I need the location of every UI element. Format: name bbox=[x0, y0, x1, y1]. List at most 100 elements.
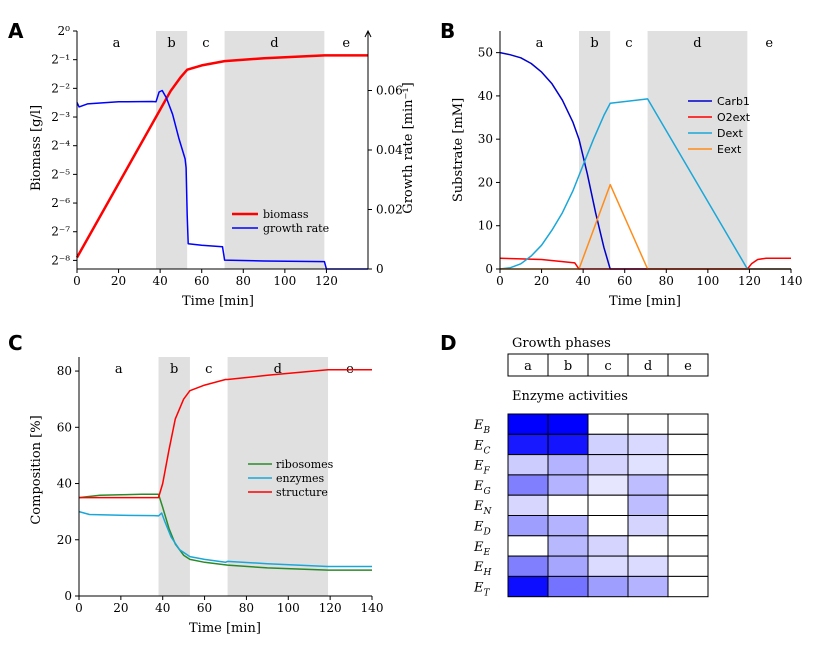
x-tick-label-40: 40 bbox=[576, 274, 591, 288]
y-tick-label-4: 2⁻⁴ bbox=[51, 139, 70, 153]
phase-label-d: d bbox=[274, 362, 282, 377]
heatmap-cell-e-e-e bbox=[667, 535, 709, 557]
heatmap-cell-e-c-a bbox=[507, 433, 549, 456]
heatmap-cell-e-h-d bbox=[627, 555, 669, 577]
x-tick-label-120: 120 bbox=[738, 274, 761, 288]
y-tick-label-7: 2⁻⁷ bbox=[51, 225, 70, 239]
y-axis-label: Biomass [g/l] bbox=[29, 105, 44, 191]
heatmap-cell-e-n-d bbox=[627, 494, 669, 517]
heatmap-cell-e-n-e bbox=[667, 494, 709, 517]
heatmap-cell-e-b-c bbox=[587, 413, 629, 435]
legend-label-biomass: biomass bbox=[263, 208, 309, 221]
heatmap-cell-e-c-e bbox=[667, 433, 709, 456]
x-tick-label-80: 80 bbox=[236, 274, 251, 288]
y-tick-label-0: 0 bbox=[485, 262, 493, 276]
phase-shade-b bbox=[158, 357, 190, 596]
heatmap-cell-e-f-e bbox=[667, 454, 709, 476]
x-tick-label-100: 100 bbox=[277, 601, 300, 615]
x-axis-label: Time [min] bbox=[609, 294, 681, 309]
phase-shade-b bbox=[578, 31, 611, 269]
legend: Carb1 O2ext Dext Eext bbox=[688, 95, 751, 156]
heatmap-cell-e-f-b bbox=[547, 454, 589, 476]
y-tick-label-0: 0 bbox=[64, 589, 72, 603]
y-right-tick-label-1: 0.02 bbox=[376, 203, 403, 217]
heatmap-cell-e-t-d bbox=[627, 575, 669, 598]
heatmap-cell-e-h-e bbox=[667, 555, 709, 577]
y-axis-right-arrow bbox=[364, 29, 372, 38]
legend-label-eext: Eext bbox=[717, 143, 742, 156]
phase-shading bbox=[578, 31, 748, 269]
heatmap-cell-e-g-b bbox=[547, 474, 589, 496]
heatmap-cell-e-h-a bbox=[507, 555, 549, 577]
x-tick-label-140: 140 bbox=[361, 601, 384, 615]
y-right-tick-label-2: 0.04 bbox=[376, 143, 403, 157]
y-tick-label-10: 10 bbox=[478, 219, 493, 233]
heatmap-cell-e-g-e bbox=[667, 474, 709, 496]
x-tick-label-0: 0 bbox=[496, 274, 504, 288]
growth-phase-label-b: b bbox=[564, 359, 572, 374]
y-tick-label-80: 80 bbox=[57, 364, 72, 378]
heatmap-cell-e-t-b bbox=[547, 575, 589, 598]
y-tick-label-50: 50 bbox=[478, 46, 493, 60]
phase-label-c: c bbox=[205, 362, 212, 377]
y-tick-label-0: 2⁰ bbox=[58, 24, 71, 38]
growth-phases-heading: Growth phases bbox=[512, 336, 611, 351]
row-label-e-h: EH bbox=[473, 560, 492, 578]
series-line-biomass bbox=[75, 54, 368, 259]
x-tick-label-60: 60 bbox=[194, 274, 209, 288]
x-tick-label-100: 100 bbox=[696, 274, 719, 288]
legend: biomass growth rate bbox=[232, 208, 329, 235]
series-line-carb1 bbox=[499, 51, 791, 270]
heatmap-cell-e-e-c bbox=[587, 535, 629, 557]
heatmap-cell-e-d-a bbox=[507, 515, 549, 537]
legend-label-carb1: Carb1 bbox=[717, 95, 750, 108]
y-tick-label-20: 20 bbox=[478, 175, 493, 189]
y-tick-label-40: 40 bbox=[478, 89, 493, 103]
heatmap-cell-e-h-c bbox=[587, 555, 629, 577]
legend-label-o2ext: O2ext bbox=[717, 111, 751, 124]
heatmap-cell-e-n-a bbox=[507, 494, 549, 517]
heatmap-cell-e-f-a bbox=[507, 454, 549, 476]
legend-label-dext: Dext bbox=[717, 127, 744, 140]
x-tick-label-60: 60 bbox=[197, 601, 212, 615]
heatmap-cell-e-b-d bbox=[627, 413, 669, 435]
heatmap-cell-e-c-c bbox=[587, 433, 629, 456]
x-tick-label-40: 40 bbox=[155, 601, 170, 615]
growth-phase-label-a: a bbox=[524, 359, 532, 374]
plot-lines bbox=[75, 54, 368, 270]
row-label-e-c: EC bbox=[473, 438, 491, 456]
series-line-growth-rate bbox=[76, 89, 368, 270]
row-label-e-g: EG bbox=[473, 479, 491, 497]
phase-label-a: a bbox=[536, 36, 544, 51]
y-tick-label-40: 40 bbox=[57, 477, 72, 491]
legend-label-enzymes: enzymes bbox=[276, 472, 325, 485]
x-tick-label-40: 40 bbox=[153, 274, 168, 288]
heatmap-cell-e-d-b bbox=[547, 515, 589, 537]
x-tick-label-100: 100 bbox=[273, 274, 296, 288]
row-label-e-d: ED bbox=[473, 520, 491, 538]
panel-letter-b: B bbox=[440, 19, 455, 43]
heatmap-cell-e-c-d bbox=[627, 433, 669, 456]
y-tick-label-3: 2⁻³ bbox=[51, 110, 70, 124]
growth-phase-label-c: c bbox=[604, 359, 611, 374]
panel-letter-a: A bbox=[8, 19, 24, 43]
legend: ribosomes enzymes structure bbox=[248, 458, 334, 499]
series-line-structure bbox=[79, 368, 372, 499]
phase-label-b: b bbox=[170, 362, 178, 377]
phase-label-b: b bbox=[590, 36, 598, 51]
x-tick-label-60: 60 bbox=[617, 274, 632, 288]
row-label-e-f: EF bbox=[473, 459, 491, 477]
heatmap-cell-e-h-b bbox=[547, 555, 589, 577]
y-tick-label-5: 2⁻⁵ bbox=[51, 167, 70, 181]
x-axis-label: Time [min] bbox=[182, 294, 254, 309]
x-tick-label-20: 20 bbox=[113, 601, 128, 615]
heatmap-cell-e-b-b bbox=[547, 413, 589, 435]
heatmap-cell-e-f-d bbox=[627, 454, 669, 476]
legend-label-ribosomes: ribosomes bbox=[276, 458, 334, 471]
x-tick-label-0: 0 bbox=[75, 601, 83, 615]
x-tick-label-120: 120 bbox=[319, 601, 342, 615]
